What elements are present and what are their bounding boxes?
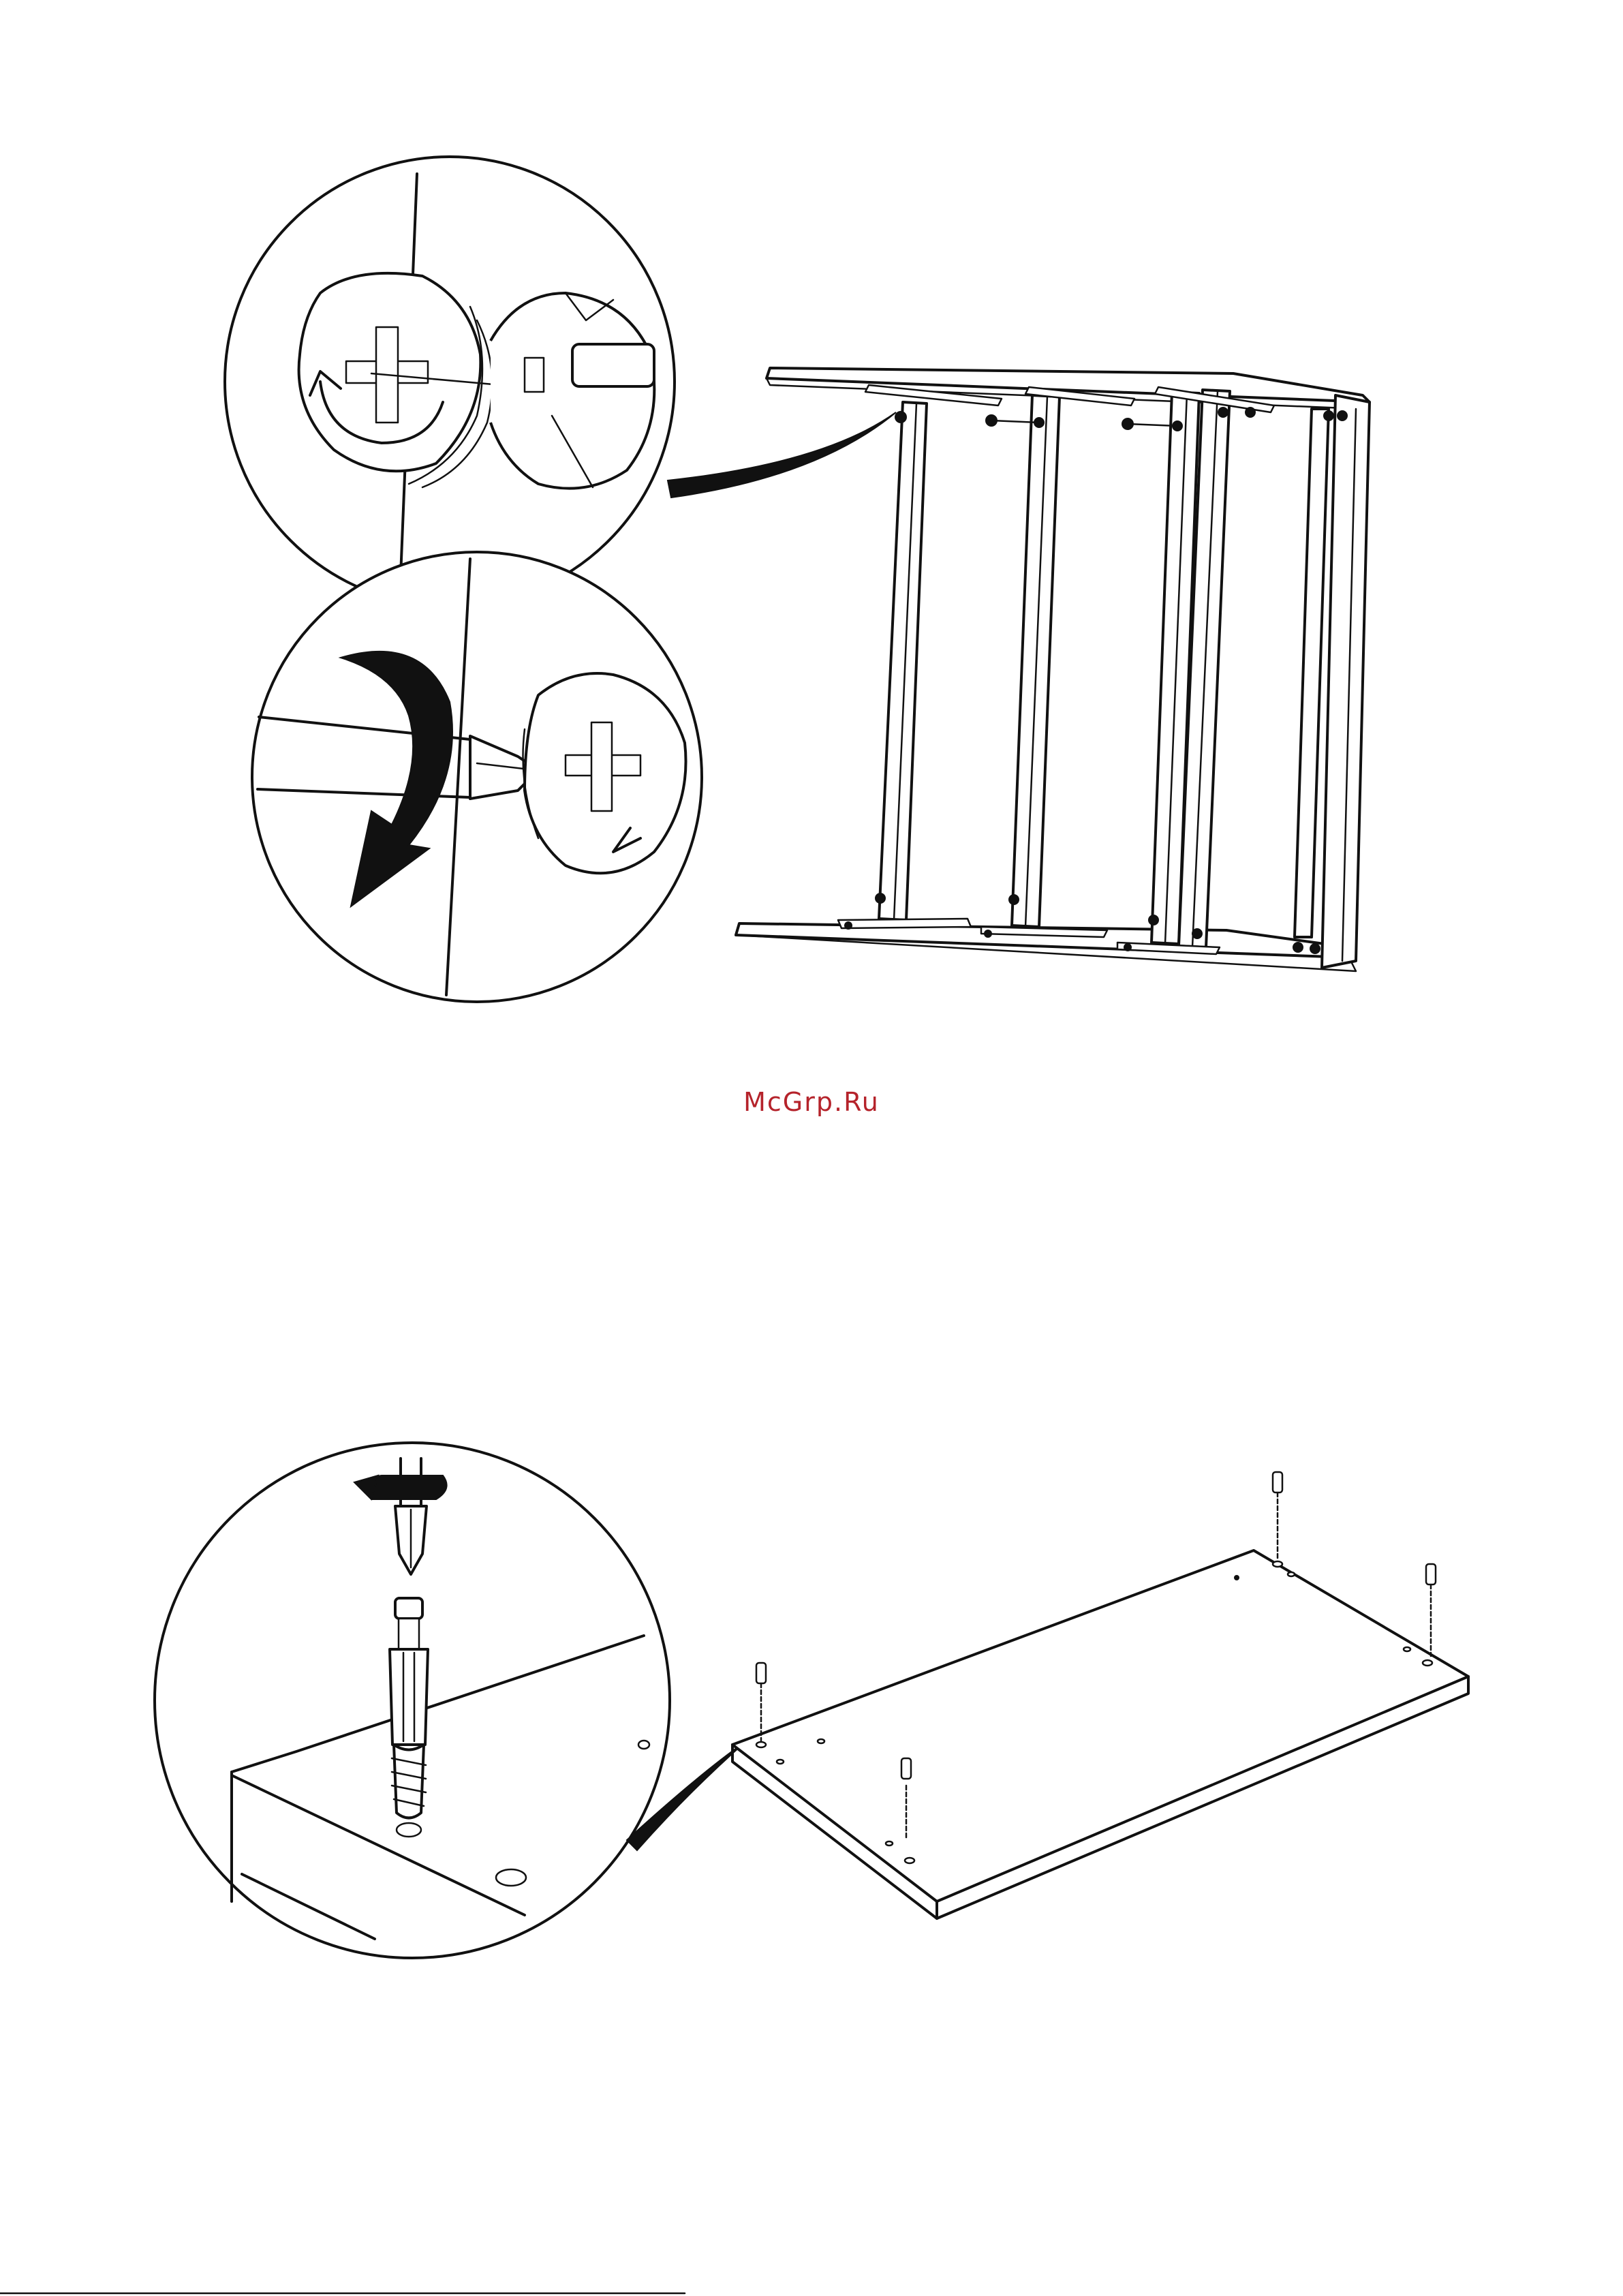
watermark-text: McGrp.Ru <box>0 1087 1623 1117</box>
screwdriver-turn-detail <box>252 552 702 1002</box>
dowel-screw-detail <box>155 1443 670 1958</box>
detail-pointer-arrow <box>668 412 896 498</box>
shelf-panel <box>732 1472 1468 1918</box>
cam-lock-detail <box>225 157 675 607</box>
cabinet-frame <box>736 368 1370 971</box>
